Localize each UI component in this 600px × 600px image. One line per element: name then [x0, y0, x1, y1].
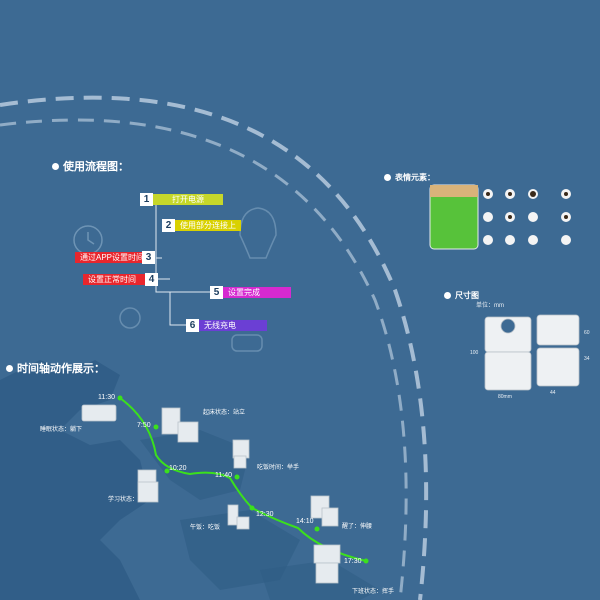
dimension-side-b: 34	[584, 356, 590, 362]
unit-label: 单位：mm	[476, 303, 504, 309]
bulb-icon	[239, 207, 277, 259]
time-label: 11:30	[98, 394, 115, 401]
dimension-height: 100	[470, 350, 479, 356]
map-shape	[140, 430, 250, 500]
timeline-caption: 下班状态：挥手	[352, 589, 395, 595]
dimension-side-a: 60	[584, 330, 590, 336]
size-section-title: 尺寸图	[444, 290, 479, 301]
time-label: 17:30	[344, 558, 362, 565]
bullet-dot-icon	[6, 364, 13, 372]
flow-step-4: 设置正常时间 4	[83, 273, 158, 286]
flow-connector	[155, 200, 210, 326]
time-label: 7:50	[137, 422, 151, 429]
bullet-dot-icon	[384, 174, 391, 181]
flow-step-1: 1 打开电源	[140, 193, 223, 206]
timeline-caption: 午饭：吃饭	[190, 525, 221, 531]
timeline-curve	[119, 397, 367, 562]
product-views	[484, 314, 580, 391]
flow-step-2: 2 使用部分连接上	[162, 219, 241, 232]
flow-step-3: 通过APP设置时间 3	[75, 251, 155, 264]
timeline-section-title: 时间轴动作展示：	[6, 360, 105, 376]
bullet-dot-icon	[52, 162, 59, 170]
flow-step-6: 6 无线充电	[186, 319, 267, 332]
timeline-nodes	[117, 395, 369, 564]
time-label: 14:10	[296, 518, 314, 525]
flow-step-5: 5 设置完成	[210, 286, 291, 299]
dimension-width: 80mm	[498, 394, 512, 400]
expression-icons	[483, 189, 571, 245]
robot-figures	[81, 404, 341, 584]
map-shape	[0, 360, 150, 600]
dashed-arc	[0, 118, 408, 600]
time-label: 10:20	[169, 465, 187, 472]
timeline-caption: 醒了：伸腰	[342, 524, 373, 530]
timeline-caption: 起床状态：站立	[203, 410, 246, 416]
bullet-dot-icon	[444, 292, 451, 299]
time-label: 12:30	[256, 511, 274, 518]
flow-section-title: 使用流程图：	[52, 158, 129, 174]
timeline-caption: 吃饭时间：举手	[257, 465, 300, 471]
timeline-caption: 学习状态：	[108, 497, 139, 503]
expression-section-title: 表情元素：	[384, 172, 435, 183]
gear-icon	[119, 307, 141, 329]
chat-icon	[231, 334, 263, 352]
dashed-arc	[0, 95, 429, 600]
dimension-depth: 44	[550, 390, 556, 396]
time-label: 11:40	[215, 472, 232, 479]
timeline-caption: 睡眠状态：躺下	[40, 427, 83, 433]
